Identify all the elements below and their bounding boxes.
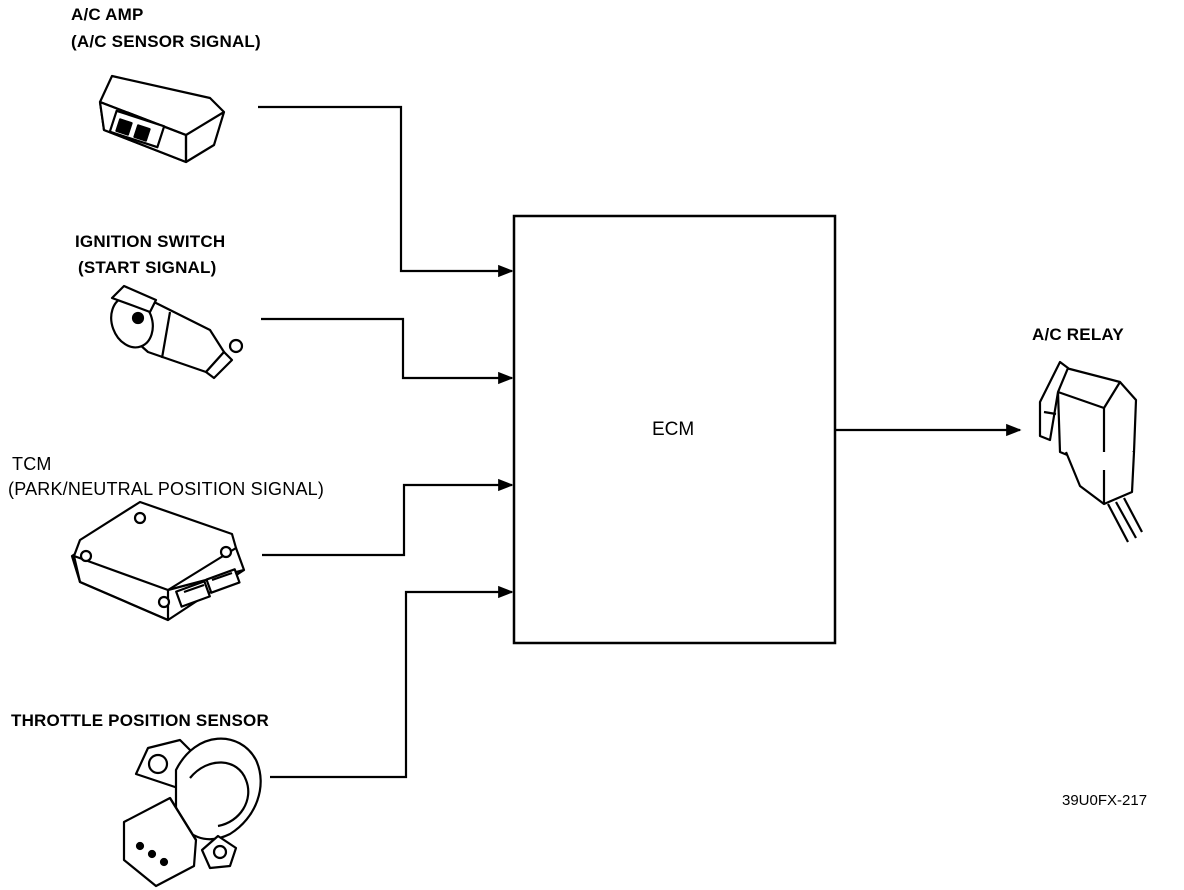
tcm-icon xyxy=(70,500,246,622)
ignition-switch-icon xyxy=(110,284,244,380)
wire-ac-amp xyxy=(258,105,514,278)
wire-tcm xyxy=(262,478,514,557)
throttle-position-sensor-label: THROTTLE POSITION SENSOR xyxy=(11,711,269,730)
ecm-box xyxy=(512,214,837,645)
figure-code: 39U0FX-217 xyxy=(1062,792,1148,809)
ignition-switch-signal-label: (START SIGNAL) xyxy=(78,258,217,277)
ac-relay-label: A/C RELAY xyxy=(1032,325,1124,344)
wire-ignition-switch xyxy=(261,317,514,385)
tcm-signal-label: (PARK/NEUTRAL POSITION SIGNAL) xyxy=(8,479,325,499)
throttle-position-sensor-icon xyxy=(122,737,262,888)
ac-amp-signal-label: (A/C SENSOR SIGNAL) xyxy=(71,32,261,51)
ac-amp-icon xyxy=(98,74,226,164)
tcm-name-label: TCM xyxy=(12,454,52,474)
ecm-label: ECM xyxy=(652,419,695,440)
ac-relay-icon xyxy=(1038,360,1143,543)
wire-throttle-position-sensor xyxy=(270,585,514,779)
ignition-switch-name-label: IGNITION SWITCH xyxy=(75,232,226,251)
ac-amp-name-label: A/C AMP xyxy=(71,5,144,24)
wires xyxy=(258,105,1022,779)
